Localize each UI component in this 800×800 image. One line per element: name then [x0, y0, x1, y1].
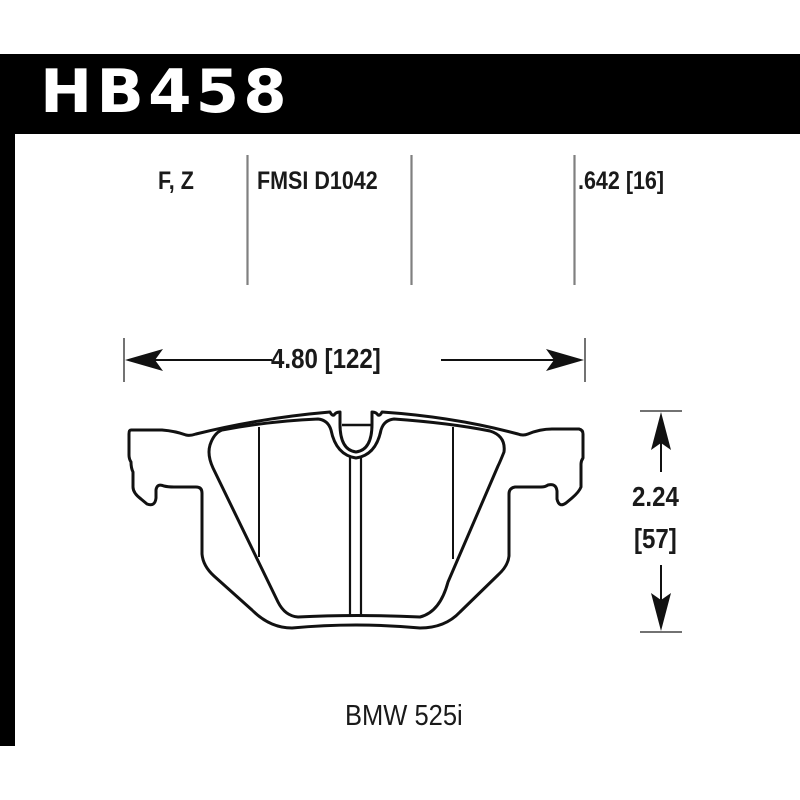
height-dimension	[640, 410, 682, 633]
left-border-bar	[0, 54, 15, 746]
arrow-down-icon	[651, 593, 671, 631]
spec-dividers	[246, 155, 576, 285]
fmsi-number: FMSI D1042	[257, 167, 378, 195]
arrow-up-icon	[651, 412, 671, 450]
height-dimension-inches: 2.24	[632, 481, 679, 512]
backing-plate-outline	[127, 410, 585, 630]
header-banner: HB458	[0, 54, 800, 134]
part-number: HB458	[40, 57, 291, 127]
vehicle-application: BMW 525i	[345, 700, 463, 732]
width-dimension-label: 4.80 [122]	[271, 343, 381, 374]
arrow-left-icon	[125, 349, 163, 371]
friction-pad-outline	[207, 417, 506, 619]
arrow-right-icon	[546, 349, 584, 371]
compound-codes: F, Z	[158, 167, 194, 195]
thickness-spec: .642 [16]	[578, 167, 665, 195]
width-dimension	[123, 338, 586, 382]
height-dimension-mm: [57]	[634, 523, 677, 554]
